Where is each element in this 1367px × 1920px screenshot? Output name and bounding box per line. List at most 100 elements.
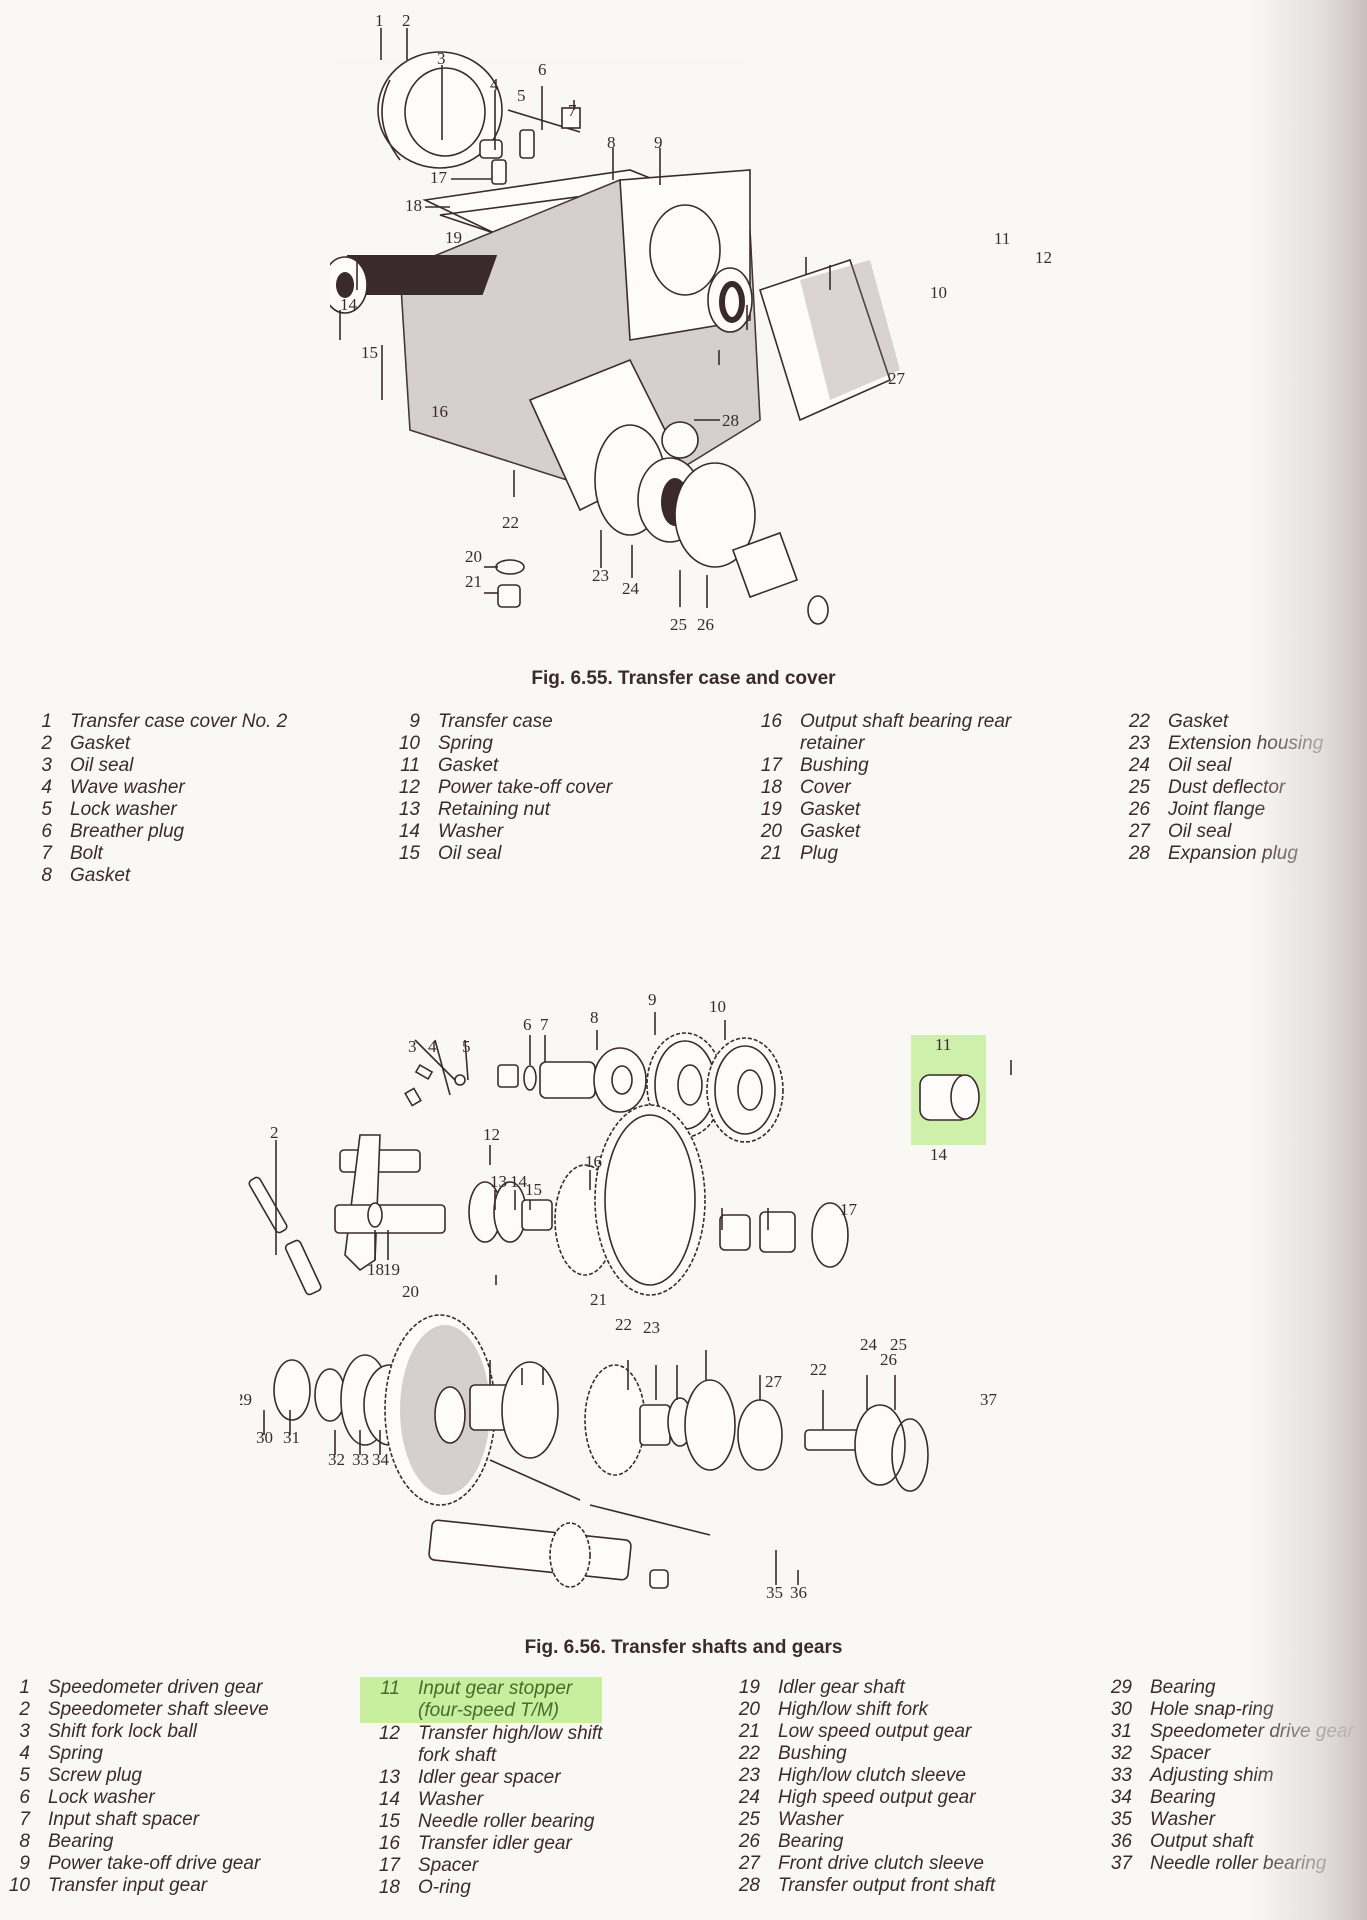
transfer-shafts-gears-exploded-view: 1 2 3 4 5 6 7 8 9 10 11 12 13 14 14 15 1… (240, 990, 1012, 1602)
callout: 12 (1035, 248, 1052, 267)
figure-56-callouts: 1 2 3 4 5 6 7 8 9 10 11 12 13 14 14 15 1… (240, 990, 998, 1602)
callout: 18 (367, 1260, 384, 1279)
part-low-speed-output-gear (384, 1314, 496, 1506)
callout: 9 (654, 133, 663, 152)
part-high-low-shift-fork (344, 1134, 381, 1272)
callout: 26 (697, 615, 714, 634)
callout: 32 (328, 1450, 345, 1469)
callout: 23 (643, 1318, 660, 1337)
figure-6-55-caption: Fig. 6.55. Transfer case and cover (531, 668, 836, 689)
part-power-take-off-cover (661, 258, 900, 459)
callout: 18 (405, 196, 422, 215)
callout: 15 (525, 1180, 542, 1199)
part-input-shaft-spacer (539, 1061, 596, 1099)
callout: 6 (523, 1015, 532, 1034)
part-transfer-idler-gear (554, 1104, 706, 1296)
part-speedometer-driven-gear (248, 1176, 288, 1234)
callout: 6 (538, 60, 547, 79)
callout: 19 (445, 228, 462, 247)
callout: 24 (622, 579, 640, 598)
part-needle-roller-bearing (649, 1569, 669, 1589)
part-spacer (719, 1214, 751, 1251)
figure-6-56-diagram: 1 2 3 4 5 6 7 8 9 10 11 12 13 14 14 15 1… (240, 990, 1120, 1610)
callout: 21 (590, 1290, 607, 1309)
part-bearing (593, 1047, 647, 1113)
callout: 7 (568, 101, 577, 120)
callout: 2 (402, 11, 411, 30)
callout: 3 (437, 49, 446, 68)
part-bearing-29 (854, 1404, 906, 1486)
part-transfer-case-cover (377, 51, 503, 169)
callout: 1 (375, 11, 384, 30)
callout: 2 (270, 1123, 279, 1142)
callout: 7 (540, 1015, 549, 1034)
callout: 16 (585, 1152, 602, 1171)
part-output-shaft (428, 1519, 669, 1589)
callout: 4 (490, 75, 499, 94)
part-high-speed-output-gear (584, 1364, 646, 1476)
transfer-case-exploded-view: 1 2 3 4 5 6 7 8 9 10 11 12 13 14 15 16 1… (330, 11, 1052, 634)
callout: 25 (670, 615, 687, 634)
callout: 30 (256, 1428, 273, 1447)
callout: 21 (465, 572, 482, 591)
callout: 22 (615, 1315, 632, 1334)
callout: 19 (383, 1260, 400, 1279)
callout: 33 (352, 1450, 369, 1469)
callout: 16 (431, 402, 448, 421)
callout: 37 (980, 1390, 998, 1409)
part-hole-snap-ring (891, 1418, 929, 1492)
callout: 15 (361, 343, 378, 362)
part-o-ring (367, 1202, 383, 1228)
callout: 23 (592, 566, 609, 585)
callout: 11 (935, 1035, 951, 1054)
part-bolt (519, 129, 535, 159)
callout: 26 (880, 1350, 897, 1369)
callout: 25 (890, 1335, 907, 1354)
callout: 11 (994, 229, 1010, 248)
callout: 34 (372, 1450, 390, 1469)
